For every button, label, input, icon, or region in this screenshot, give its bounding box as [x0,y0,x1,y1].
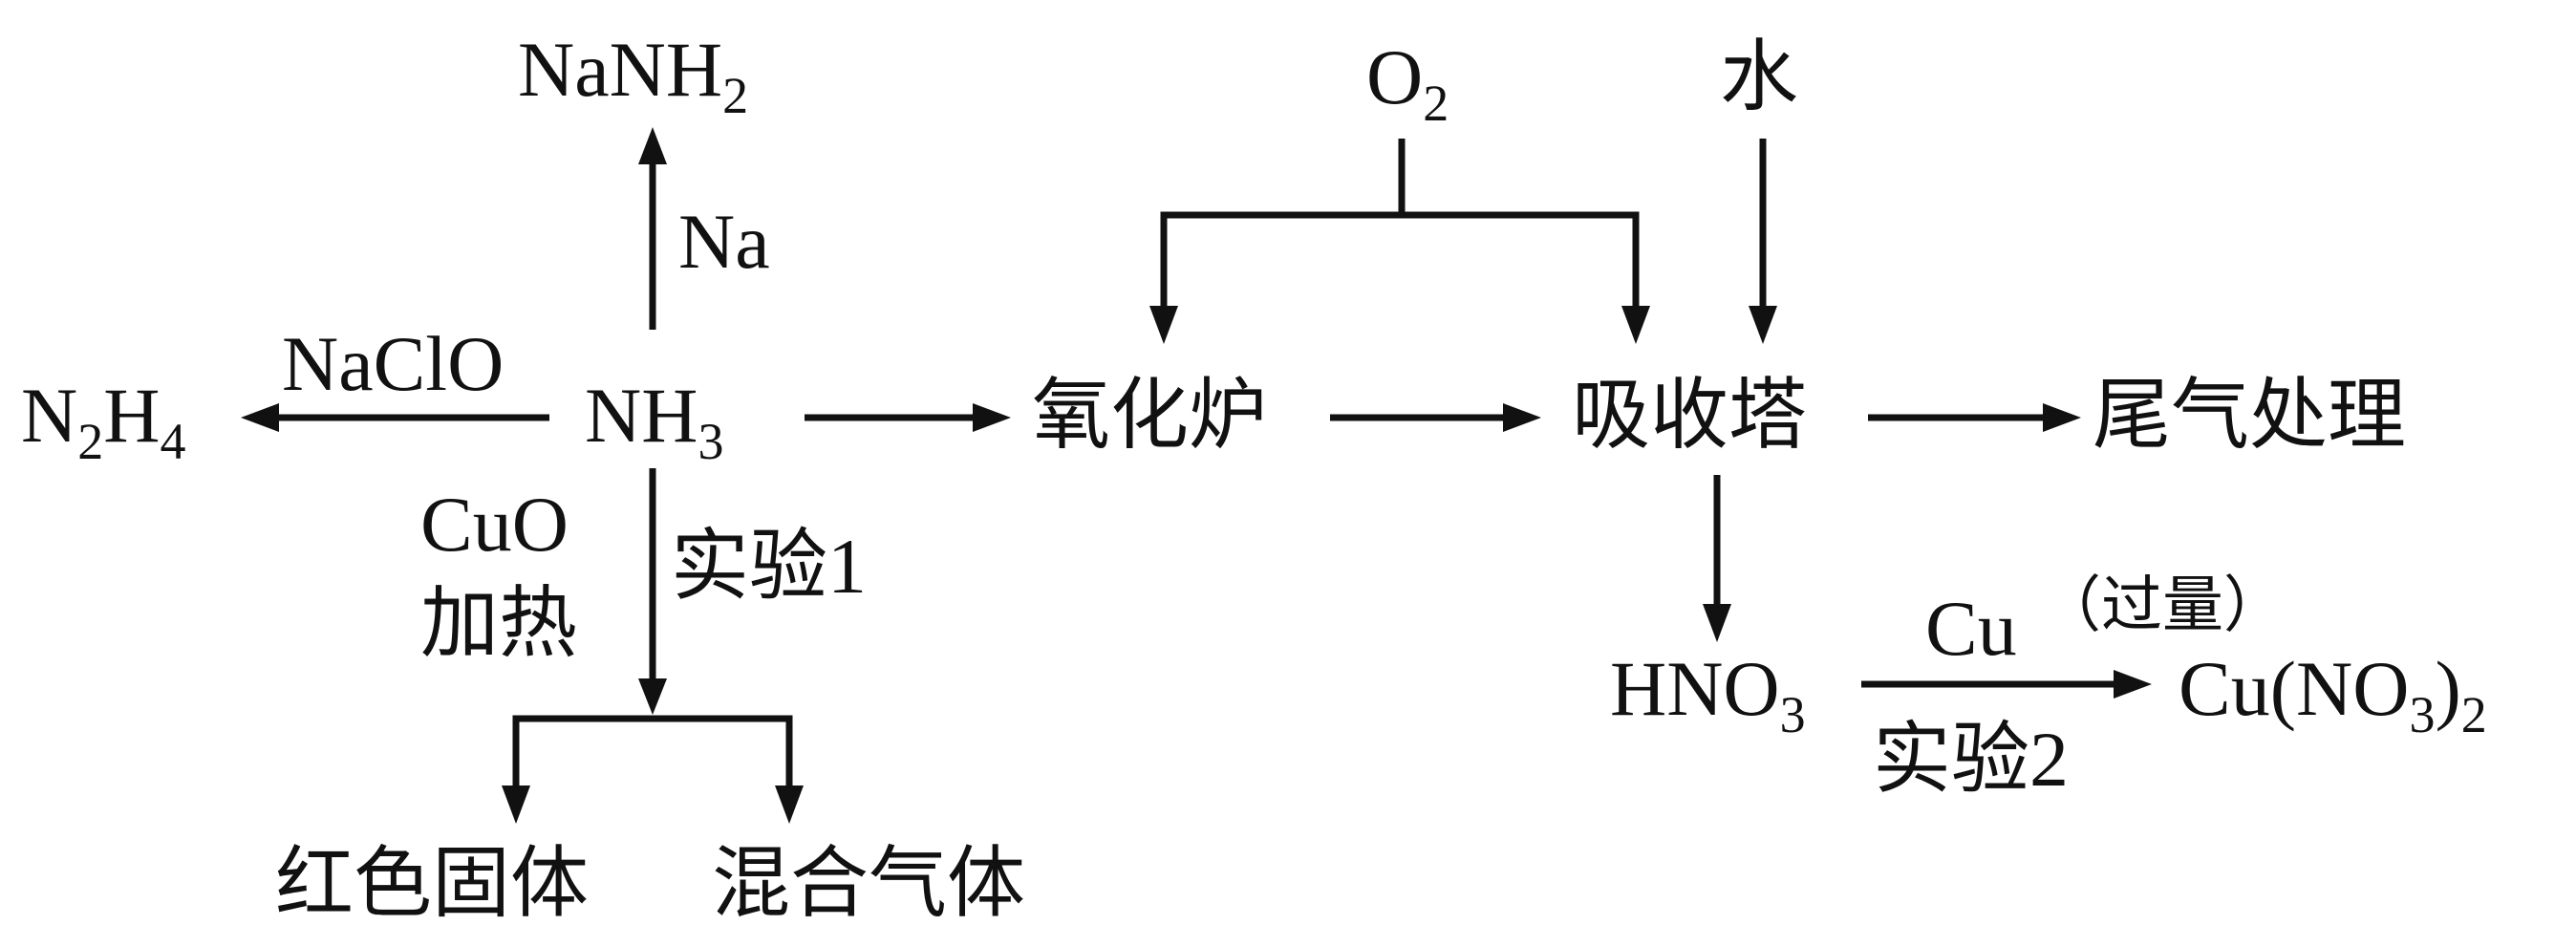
naclo-reagent-label: NaClO [282,320,504,407]
experiment-1-label: 实验1 [671,523,867,610]
arrowhead-red-solid [502,786,530,824]
arrowhead-water-to-tower [1749,306,1777,344]
arrowhead-o2-to-tower [1621,306,1650,344]
arrowhead-right-tower [1503,403,1541,432]
na-reagent-label: Na [678,198,770,285]
heat-condition-label: 加热 [420,580,577,667]
o2-label: O2 [1366,33,1449,132]
nh3-label: NH3 [585,372,723,470]
water-label: 水 [1720,33,1798,120]
experiment-2-label: 实验2 [1873,716,2069,803]
oxidation-furnace-label: 氧化炉 [1032,372,1267,459]
arrowhead-right-cuno32 [2114,670,2152,699]
red-solid-label: 红色固体 [275,840,589,927]
arrowhead-mixed-gas [775,786,804,824]
tail-gas-treatment-label: 尾气处理 [2093,372,2406,459]
arrowhead-up-nanh2 [638,127,667,164]
arrowhead-right-furnace [973,403,1011,432]
cuno32-label: Cu(NO3)2 [2179,645,2487,743]
arrowhead-down-branch [638,678,667,715]
arrowhead-right-tail-gas [2043,403,2081,432]
arrowhead-left-n2h4 [241,403,279,432]
excess-note-label: （过量） [2040,571,2285,639]
hno3-label: HNO3 [1610,645,1806,743]
cuo-reagent-label: CuO [420,481,569,568]
arrowhead-down-hno3 [1703,604,1731,642]
mixed-gas-label: 混合气体 [712,840,1025,927]
branch-line-products [512,715,793,812]
nanh2-label: NaNH2 [518,26,748,124]
cu-reagent-label: Cu [1925,585,2017,672]
n2h4-label: N2H4 [21,372,185,470]
absorption-tower-label: 吸收塔 [1572,372,1807,459]
o2-branch-line [1160,211,1640,306]
arrowhead-o2-to-furnace [1149,306,1178,344]
